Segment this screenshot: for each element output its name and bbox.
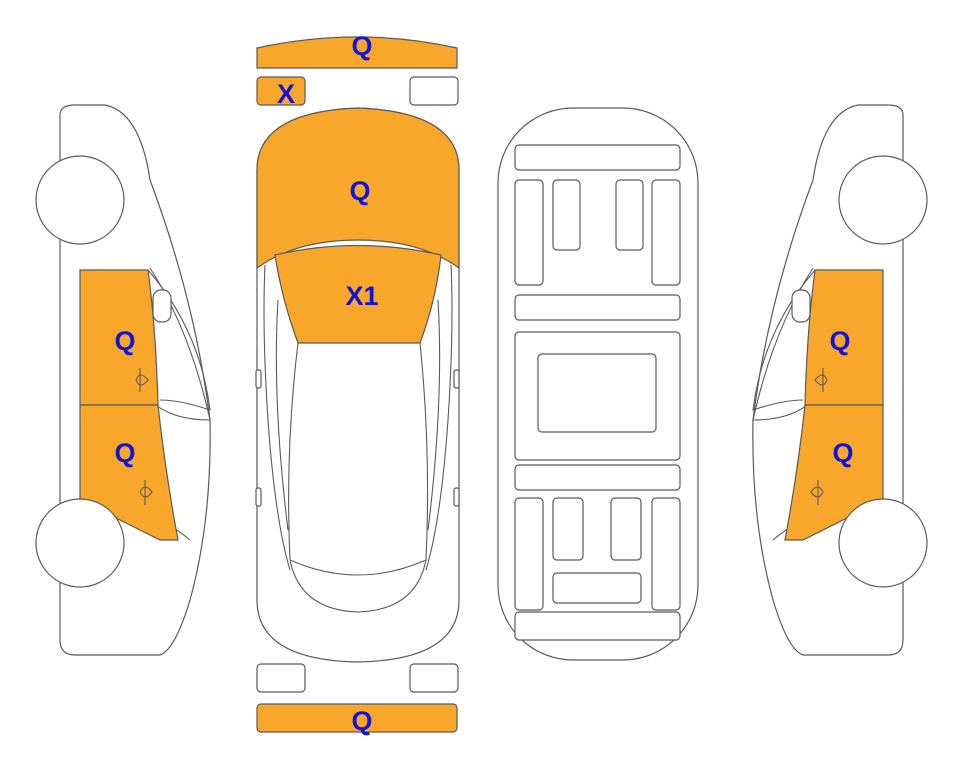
left-inner-line <box>275 299 289 531</box>
windshield-mark: X1 <box>345 281 378 311</box>
left-a-pillar-line <box>263 264 291 571</box>
underbody-view <box>497 107 699 661</box>
underbody-rear-right-block <box>610 497 642 561</box>
left-front-handle <box>135 368 149 392</box>
left-rear-door-mark: Q <box>114 438 135 468</box>
underbody-cross-member-1 <box>514 294 681 321</box>
top-view: Q X Q X1 Q <box>255 31 460 736</box>
left-side-view: Q Q <box>35 104 211 656</box>
underbody-rear-bar <box>514 611 681 641</box>
left-front-wheel <box>35 155 125 245</box>
right-front-handle <box>814 368 828 392</box>
roof-outline <box>288 342 429 576</box>
hood-mark: Q <box>349 176 370 206</box>
underbody-front-left-block <box>552 179 581 251</box>
right-rear-door-mark: Q <box>832 438 853 468</box>
right-front-wheel <box>838 155 928 245</box>
right-mirror-side <box>791 289 811 323</box>
rear-right-light-panel[interactable] <box>409 663 459 693</box>
underbody-cross-member-2 <box>514 464 681 491</box>
rear-bumper-mark: Q <box>351 706 372 736</box>
rear-window-outline <box>289 559 427 613</box>
front-left-indicator-panel[interactable] <box>256 76 306 106</box>
left-front-door-mark: Q <box>114 326 135 356</box>
left-rear-handle <box>139 480 153 505</box>
right-a-pillar-line <box>425 264 453 571</box>
rear-bumper-panel[interactable] <box>256 703 458 733</box>
front-bumper-panel[interactable] <box>256 36 458 69</box>
right-front-door-mark: Q <box>829 326 850 356</box>
front-bumper-mark: Q <box>351 31 372 61</box>
underbody-rear-right-rail <box>651 497 681 611</box>
windshield-panel[interactable] <box>274 244 442 344</box>
underbody-front-left-rail <box>514 179 544 286</box>
right-mirror <box>453 369 460 389</box>
right-rear-wheel <box>838 498 928 588</box>
underbody-rear-center-block <box>552 572 642 604</box>
front-right-indicator-panel[interactable] <box>409 76 459 106</box>
front-left-indicator-mark: X <box>277 79 295 109</box>
underbody-rear-left-rail <box>514 497 544 611</box>
right-inner-line <box>427 299 441 531</box>
underbody-front-right-rail <box>651 179 681 286</box>
underbody-rear-left-block <box>552 497 584 561</box>
left-mirror-side <box>152 289 172 323</box>
rear-left-light-panel[interactable] <box>256 663 306 693</box>
underbody-center-tunnel <box>537 353 657 433</box>
left-rear-wheel <box>35 498 125 588</box>
left-mirror <box>255 369 262 389</box>
underbody-front-bar <box>514 144 681 171</box>
underbody-front-right-block <box>615 179 644 251</box>
right-rear-handle <box>810 480 824 505</box>
right-side-view <box>752 104 928 656</box>
right-handle <box>453 487 460 507</box>
left-handle <box>255 487 262 507</box>
hood-panel[interactable] <box>256 107 460 270</box>
